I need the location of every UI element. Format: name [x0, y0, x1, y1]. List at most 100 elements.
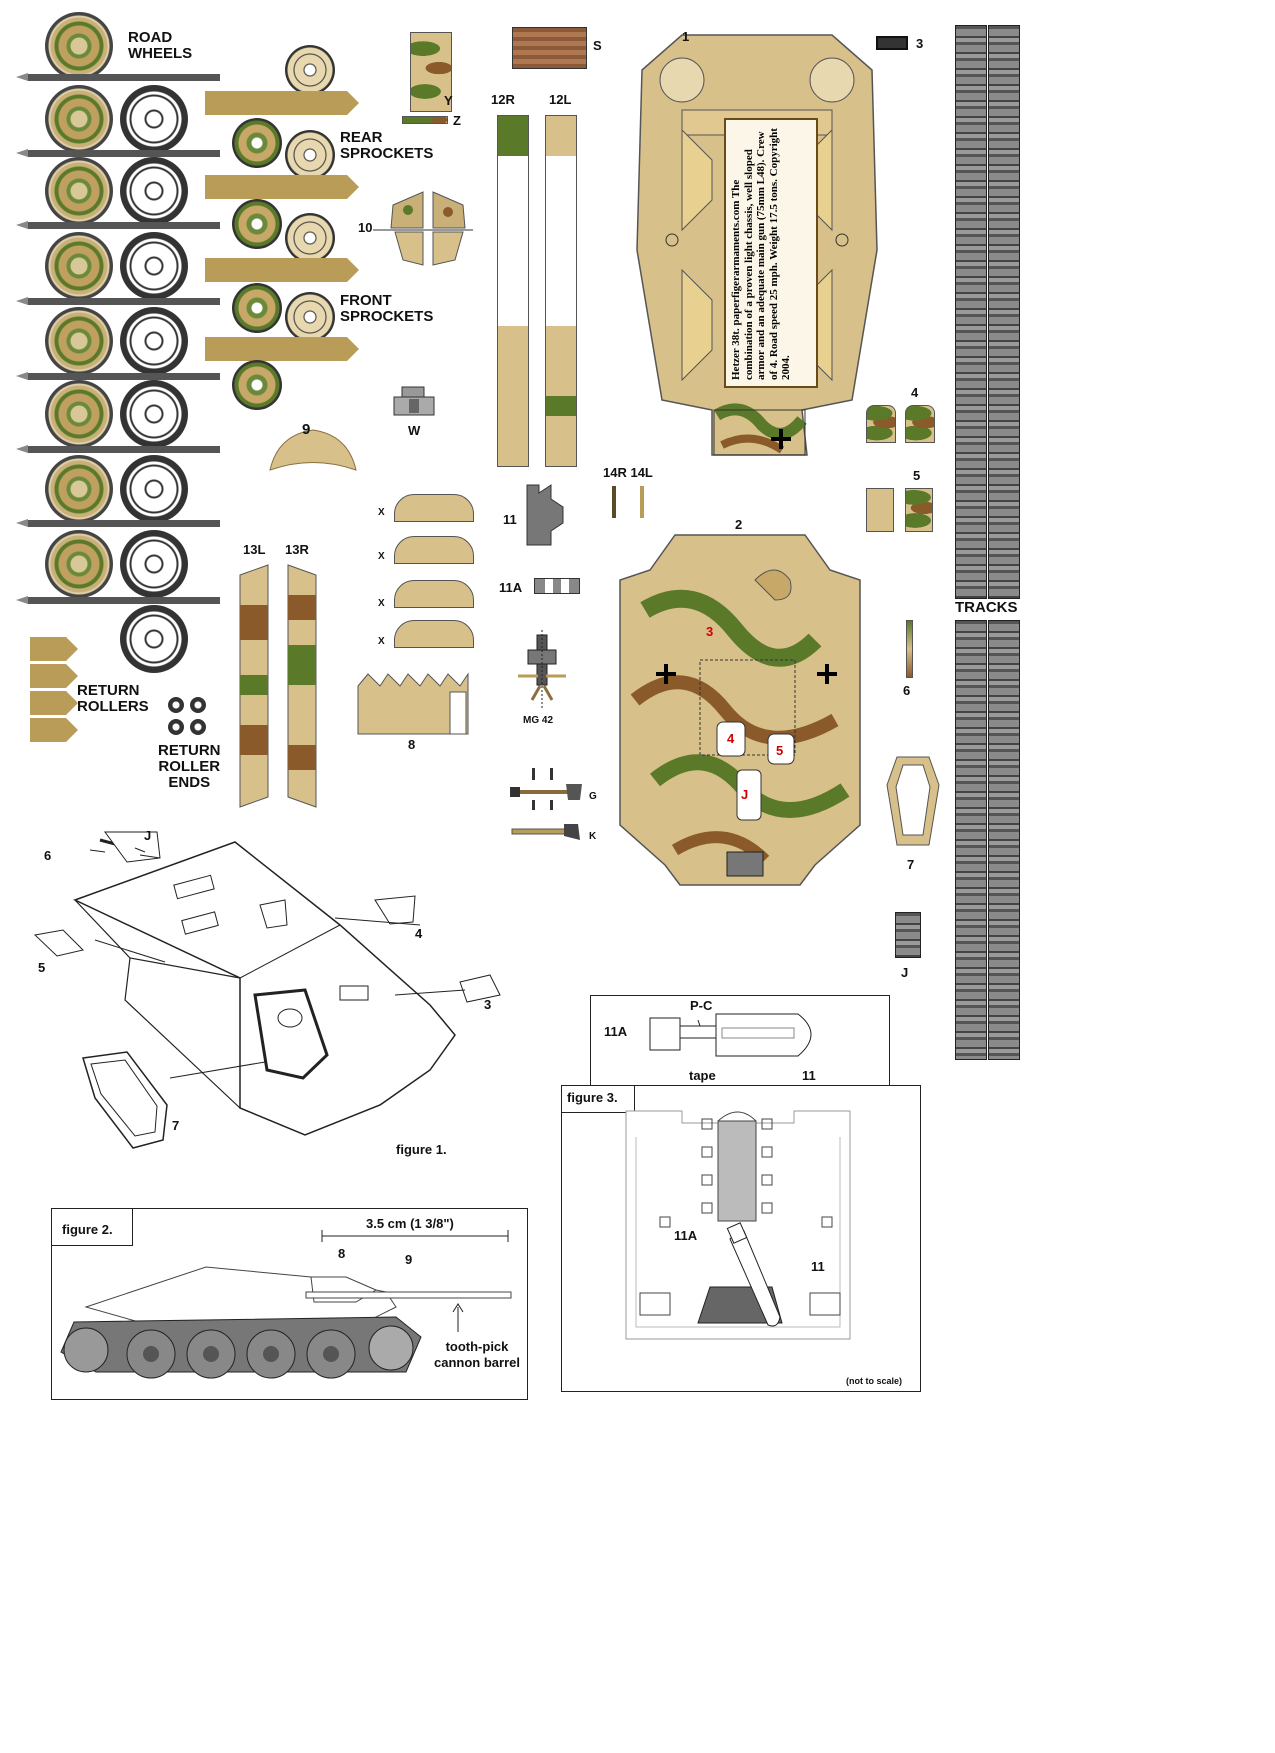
shovel-icon	[510, 768, 582, 810]
road-wheel-back	[120, 307, 188, 375]
track-strip	[988, 25, 1020, 599]
part-2-label: 2	[735, 517, 743, 532]
part-8-label: 8	[408, 737, 416, 752]
part-y-label: Y	[444, 93, 453, 108]
figure-3-11-label-b: 11	[811, 1259, 825, 1274]
rear-sprocket	[232, 118, 282, 168]
front-sprocket	[232, 283, 282, 333]
return-roller-ends-label: RETURN ROLLER ENDS	[158, 742, 221, 791]
part-7-label: 7	[907, 857, 915, 872]
hull-mark-4: 4	[727, 731, 735, 746]
part-x-shape	[394, 620, 474, 648]
part-w-shape	[393, 386, 435, 416]
mg42-label: MG 42	[523, 715, 554, 726]
road-wheel-back	[120, 605, 188, 673]
track-strip	[988, 620, 1020, 1060]
hull-mark-j: J	[741, 787, 749, 802]
figure-3-assembly	[649, 1013, 812, 1057]
figure-2-caption-box	[51, 1208, 133, 1246]
part-j-label: J	[901, 965, 909, 980]
part-j-shape	[895, 912, 921, 958]
part-9-shape	[269, 429, 357, 471]
front-sprockets-label: FRONT SPROCKETS	[340, 292, 434, 325]
return-rollers-label: RETURN ROLLERS	[77, 682, 149, 715]
part-12r-label: 12R	[491, 92, 515, 107]
part-11a-label: 11A	[499, 580, 523, 595]
wheel-axle	[16, 73, 220, 81]
wheel-axle	[16, 149, 220, 157]
part-k-label: K	[589, 831, 597, 842]
figure-3-caption-box	[561, 1085, 635, 1113]
figure-2-label-8: 8	[338, 1246, 346, 1261]
road-wheel-back	[120, 530, 188, 598]
roller-end	[168, 719, 184, 735]
figure-3-caption: figure 3.	[567, 1090, 618, 1105]
rear-sprocket	[285, 45, 335, 95]
part-8-shape	[357, 672, 469, 735]
road-wheel-back	[120, 85, 188, 153]
part-1-label: 1	[682, 29, 690, 44]
road-wheel	[45, 157, 113, 225]
figure-1-label-4: 4	[415, 926, 423, 941]
figure-1-label-3: 3	[484, 997, 492, 1012]
front-sprocket	[285, 292, 335, 342]
part-x-shape	[394, 580, 474, 608]
part-11a-shape	[534, 578, 580, 594]
part-12l-strip	[545, 115, 577, 467]
part-6-shape	[906, 620, 913, 678]
part-3-label: 3	[916, 36, 924, 51]
figure-2-measure: 3.5 cm (1 3/8")	[366, 1216, 454, 1231]
road-wheel	[45, 85, 113, 153]
figure-2-barrel-note: tooth-pick cannon barrel	[434, 1339, 520, 1370]
balkenkreuz-icon	[771, 429, 791, 449]
track-strip	[955, 620, 987, 1060]
return-roller	[30, 691, 78, 715]
figure-3-interior	[625, 1110, 851, 1340]
part-y-shape	[410, 32, 452, 112]
figure-2-caption: figure 2.	[62, 1222, 113, 1237]
rear-sprocket	[232, 199, 282, 249]
figure-3-note: (not to scale)	[846, 1376, 903, 1386]
roller-end	[168, 697, 184, 713]
tracks-label: TRACKS	[955, 599, 1018, 616]
road-wheel	[45, 380, 113, 448]
front-sprocket	[285, 213, 335, 263]
balkenkreuz-icon	[817, 664, 837, 684]
figure-1-drawing	[33, 831, 501, 1149]
return-roller	[30, 637, 78, 661]
balkenkreuz-icon	[656, 664, 676, 684]
road-wheel-back	[120, 455, 188, 523]
part-11-shape	[526, 484, 564, 546]
part-x-label: X	[378, 507, 385, 518]
part-x-label: X	[378, 636, 385, 647]
part-11-label: 11	[503, 512, 517, 527]
part-14r-shape	[612, 486, 616, 518]
part-13l-strip	[239, 564, 269, 808]
figure-1-label-6: 6	[44, 848, 52, 863]
part-x-label: X	[378, 598, 385, 609]
road-wheel-back	[120, 157, 188, 225]
road-wheel	[45, 307, 113, 375]
part-4-label: 4	[911, 385, 919, 400]
part-13r-strip	[287, 564, 317, 808]
figure-3-11a-label: 11A	[604, 1024, 628, 1039]
wheel-axle	[16, 297, 220, 305]
part-w-label: W	[408, 423, 421, 438]
part-12r-strip	[497, 115, 529, 467]
figure-2-label-9: 9	[405, 1252, 413, 1267]
figure-2-tank-side	[60, 1266, 512, 1379]
figure-1-label-j: J	[144, 828, 152, 843]
part-5-label: 5	[913, 468, 921, 483]
sprocket-tab	[205, 175, 359, 199]
part-4-shape	[866, 405, 896, 443]
axe-icon	[511, 824, 580, 840]
part-6-label: 6	[903, 683, 911, 698]
figure-1-label-5: 5	[38, 960, 46, 975]
road-wheel	[45, 530, 113, 598]
part-x-shape	[394, 494, 474, 522]
part-z-shape	[402, 116, 448, 124]
info-panel: Hetzer 38t. paperfigerarmaments.com The …	[724, 118, 818, 388]
rear-sprockets-label: REAR SPROCKETS	[340, 129, 434, 162]
sprocket-tab	[205, 258, 359, 282]
part-14-label: 14R 14L	[603, 465, 653, 480]
